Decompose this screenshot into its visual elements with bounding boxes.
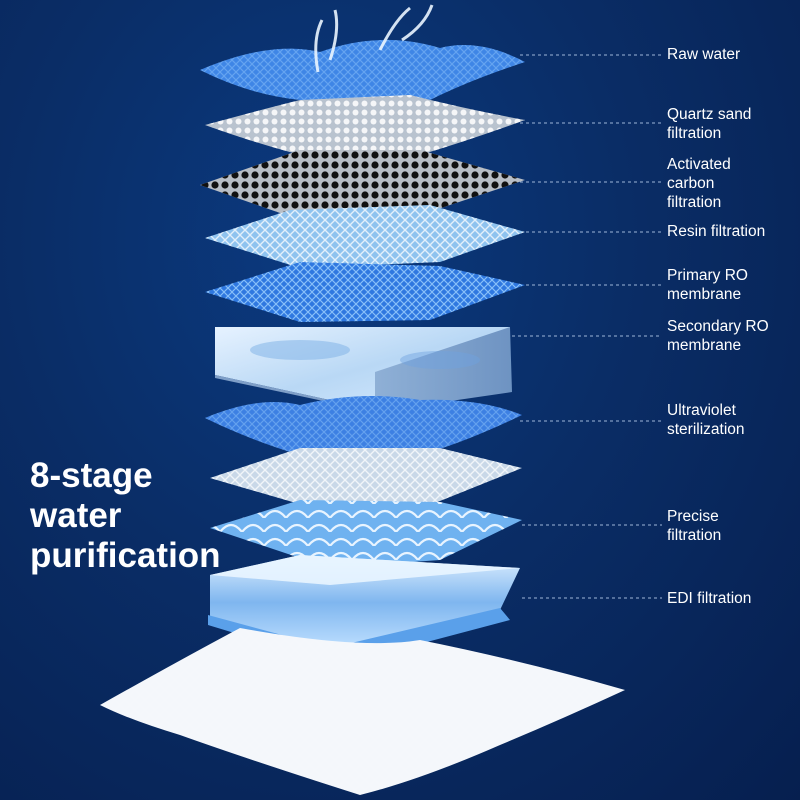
ultraviolet-layer <box>205 396 522 458</box>
label-raw-water: Raw water <box>667 46 741 63</box>
label-secondary-ro: Secondary RO membrane <box>667 318 769 354</box>
activated-carbon-layer <box>200 150 525 220</box>
label-primary-ro: Primary RO membrane <box>667 267 748 303</box>
primary-ro-layer <box>205 262 525 322</box>
base-cloth-layer <box>100 628 625 795</box>
raw-water-layer <box>200 4 525 105</box>
quartz-sand-layer <box>205 95 525 160</box>
label-activated-carbon: Activated carbon filtration <box>667 156 731 211</box>
precise-mesh-layer <box>210 448 522 510</box>
leader-lines <box>512 54 662 599</box>
precise-scales-layer <box>210 500 522 568</box>
label-precise: Precise filtration <box>667 508 722 544</box>
headline: 8-stage water purification <box>30 456 221 575</box>
label-resin: Resin filtration <box>667 223 766 240</box>
label-ultraviolet: Ultraviolet sterilization <box>667 402 745 438</box>
label-edi: EDI filtration <box>667 590 752 607</box>
label-quartz-sand: Quartz sand filtration <box>667 106 752 142</box>
resin-layer <box>205 205 525 268</box>
